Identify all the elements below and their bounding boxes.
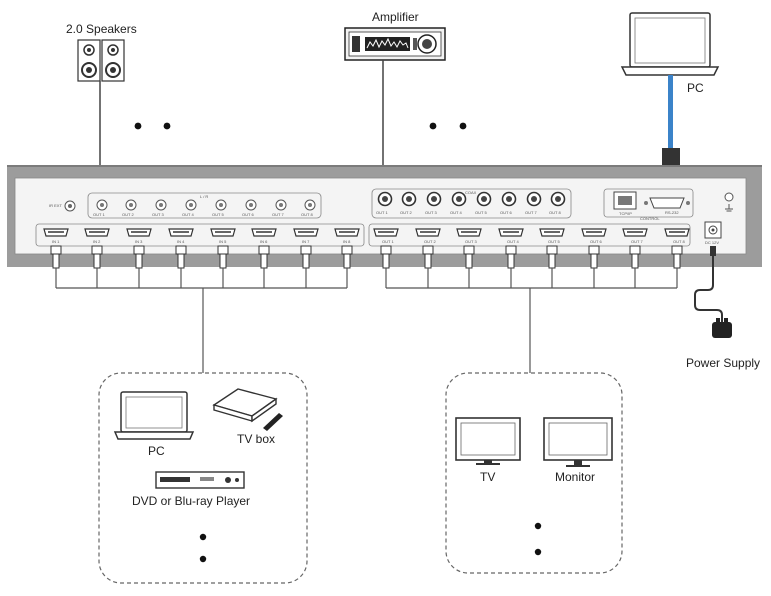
coax-output-label: OUT 8 xyxy=(549,210,561,215)
hdmi-plug xyxy=(175,245,187,255)
lr-output-label: OUT 8 xyxy=(301,212,313,217)
lr-output-label: OUT 4 xyxy=(182,212,194,217)
hdmi-output-label: OUT 8 xyxy=(673,239,685,244)
pc-top-label: PC xyxy=(687,81,704,95)
pc-source-label: PC xyxy=(148,444,165,458)
rear-panel xyxy=(14,177,747,255)
hdmi-plug xyxy=(300,245,312,255)
dc-in-label: DC 12V xyxy=(705,240,720,245)
hdmi-plug xyxy=(91,245,103,255)
hdmi-output-label: OUT 7 xyxy=(631,239,643,244)
power-supply-label: Power Supply xyxy=(686,356,761,370)
hdmi-input-label: IN 1 xyxy=(52,239,60,244)
hdmi-plug xyxy=(50,245,62,255)
coax-output-label: OUT 6 xyxy=(500,210,512,215)
tcpip-label: TCP/IP xyxy=(619,211,632,216)
lr-group-label: L / R xyxy=(200,194,209,199)
hdmi-output-label: OUT 6 xyxy=(590,239,602,244)
control-label: CONTROL xyxy=(640,216,660,221)
hdmi-input-label: IN 2 xyxy=(93,239,101,244)
hdmi-plug xyxy=(422,245,434,255)
speakers-icon xyxy=(77,39,125,82)
coax-group-label: COAX xyxy=(465,190,477,195)
hdmi-plug xyxy=(133,245,145,255)
hdmi-input-label: IN 5 xyxy=(219,239,227,244)
displays-group xyxy=(445,372,623,574)
hdmi-plug xyxy=(380,245,392,255)
sources-group xyxy=(98,372,308,584)
coax-output-label: OUT 2 xyxy=(400,210,412,215)
lr-output-label: OUT 5 xyxy=(212,212,224,217)
power-adapter-icon xyxy=(712,318,732,338)
speakers-label: 2.0 Speakers xyxy=(66,22,137,36)
coax-output-label: OUT 1 xyxy=(376,210,388,215)
hdmi-plug xyxy=(546,245,558,255)
monitor-label: Monitor xyxy=(555,470,596,484)
coax-output-label: OUT 7 xyxy=(525,210,537,215)
hdmi-input-label: IN 7 xyxy=(302,239,310,244)
hdmi-input-label: IN 8 xyxy=(343,239,351,244)
coax-output-label: OUT 4 xyxy=(450,210,462,215)
tv-box-label: TV box xyxy=(237,432,276,446)
hdmi-input-label: IN 3 xyxy=(135,239,143,244)
tv-icon xyxy=(455,417,521,465)
laptop-icon xyxy=(620,12,720,76)
laptop-source-icon xyxy=(113,391,195,440)
tv-box-icon xyxy=(212,388,283,431)
hdmi-plug xyxy=(588,245,600,255)
lr-output-label: OUT 6 xyxy=(242,212,254,217)
ir-ext-label: IR EXT xyxy=(49,203,62,208)
hdmi-plug xyxy=(341,245,353,255)
dvd-player-label: DVD or Blu-ray Player xyxy=(132,494,251,508)
hdmi-plug xyxy=(505,245,517,255)
lr-output-label: OUT 7 xyxy=(272,212,284,217)
coax-output-label: OUT 5 xyxy=(475,210,487,215)
hdmi-output-label: OUT 5 xyxy=(548,239,560,244)
amplifier-icon xyxy=(344,27,446,61)
dvd-player-icon xyxy=(155,471,245,489)
rs232-label: RS-232 xyxy=(665,210,679,215)
coax-output-label: OUT 3 xyxy=(425,210,437,215)
hdmi-plug xyxy=(258,245,270,255)
hdmi-plug xyxy=(463,245,475,255)
hdmi-output-label: OUT 2 xyxy=(424,239,436,244)
amplifier-label: Amplifier xyxy=(372,10,419,24)
hdmi-plug xyxy=(671,245,683,255)
lr-output-label: OUT 1 xyxy=(93,212,105,217)
hdmi-output-label: OUT 3 xyxy=(465,239,477,244)
tv-label: TV xyxy=(480,470,496,484)
hdmi-output-label: OUT 4 xyxy=(507,239,519,244)
lr-output-label: OUT 3 xyxy=(152,212,164,217)
hdmi-plug xyxy=(217,245,229,255)
lr-output-label: OUT 2 xyxy=(122,212,134,217)
hdmi-plug xyxy=(629,245,641,255)
hdmi-input-label: IN 6 xyxy=(260,239,268,244)
rs232-cable xyxy=(668,75,673,150)
hdmi-input-label: IN 4 xyxy=(177,239,185,244)
hdmi-output-label: OUT 1 xyxy=(382,239,394,244)
monitor-icon xyxy=(543,417,613,467)
